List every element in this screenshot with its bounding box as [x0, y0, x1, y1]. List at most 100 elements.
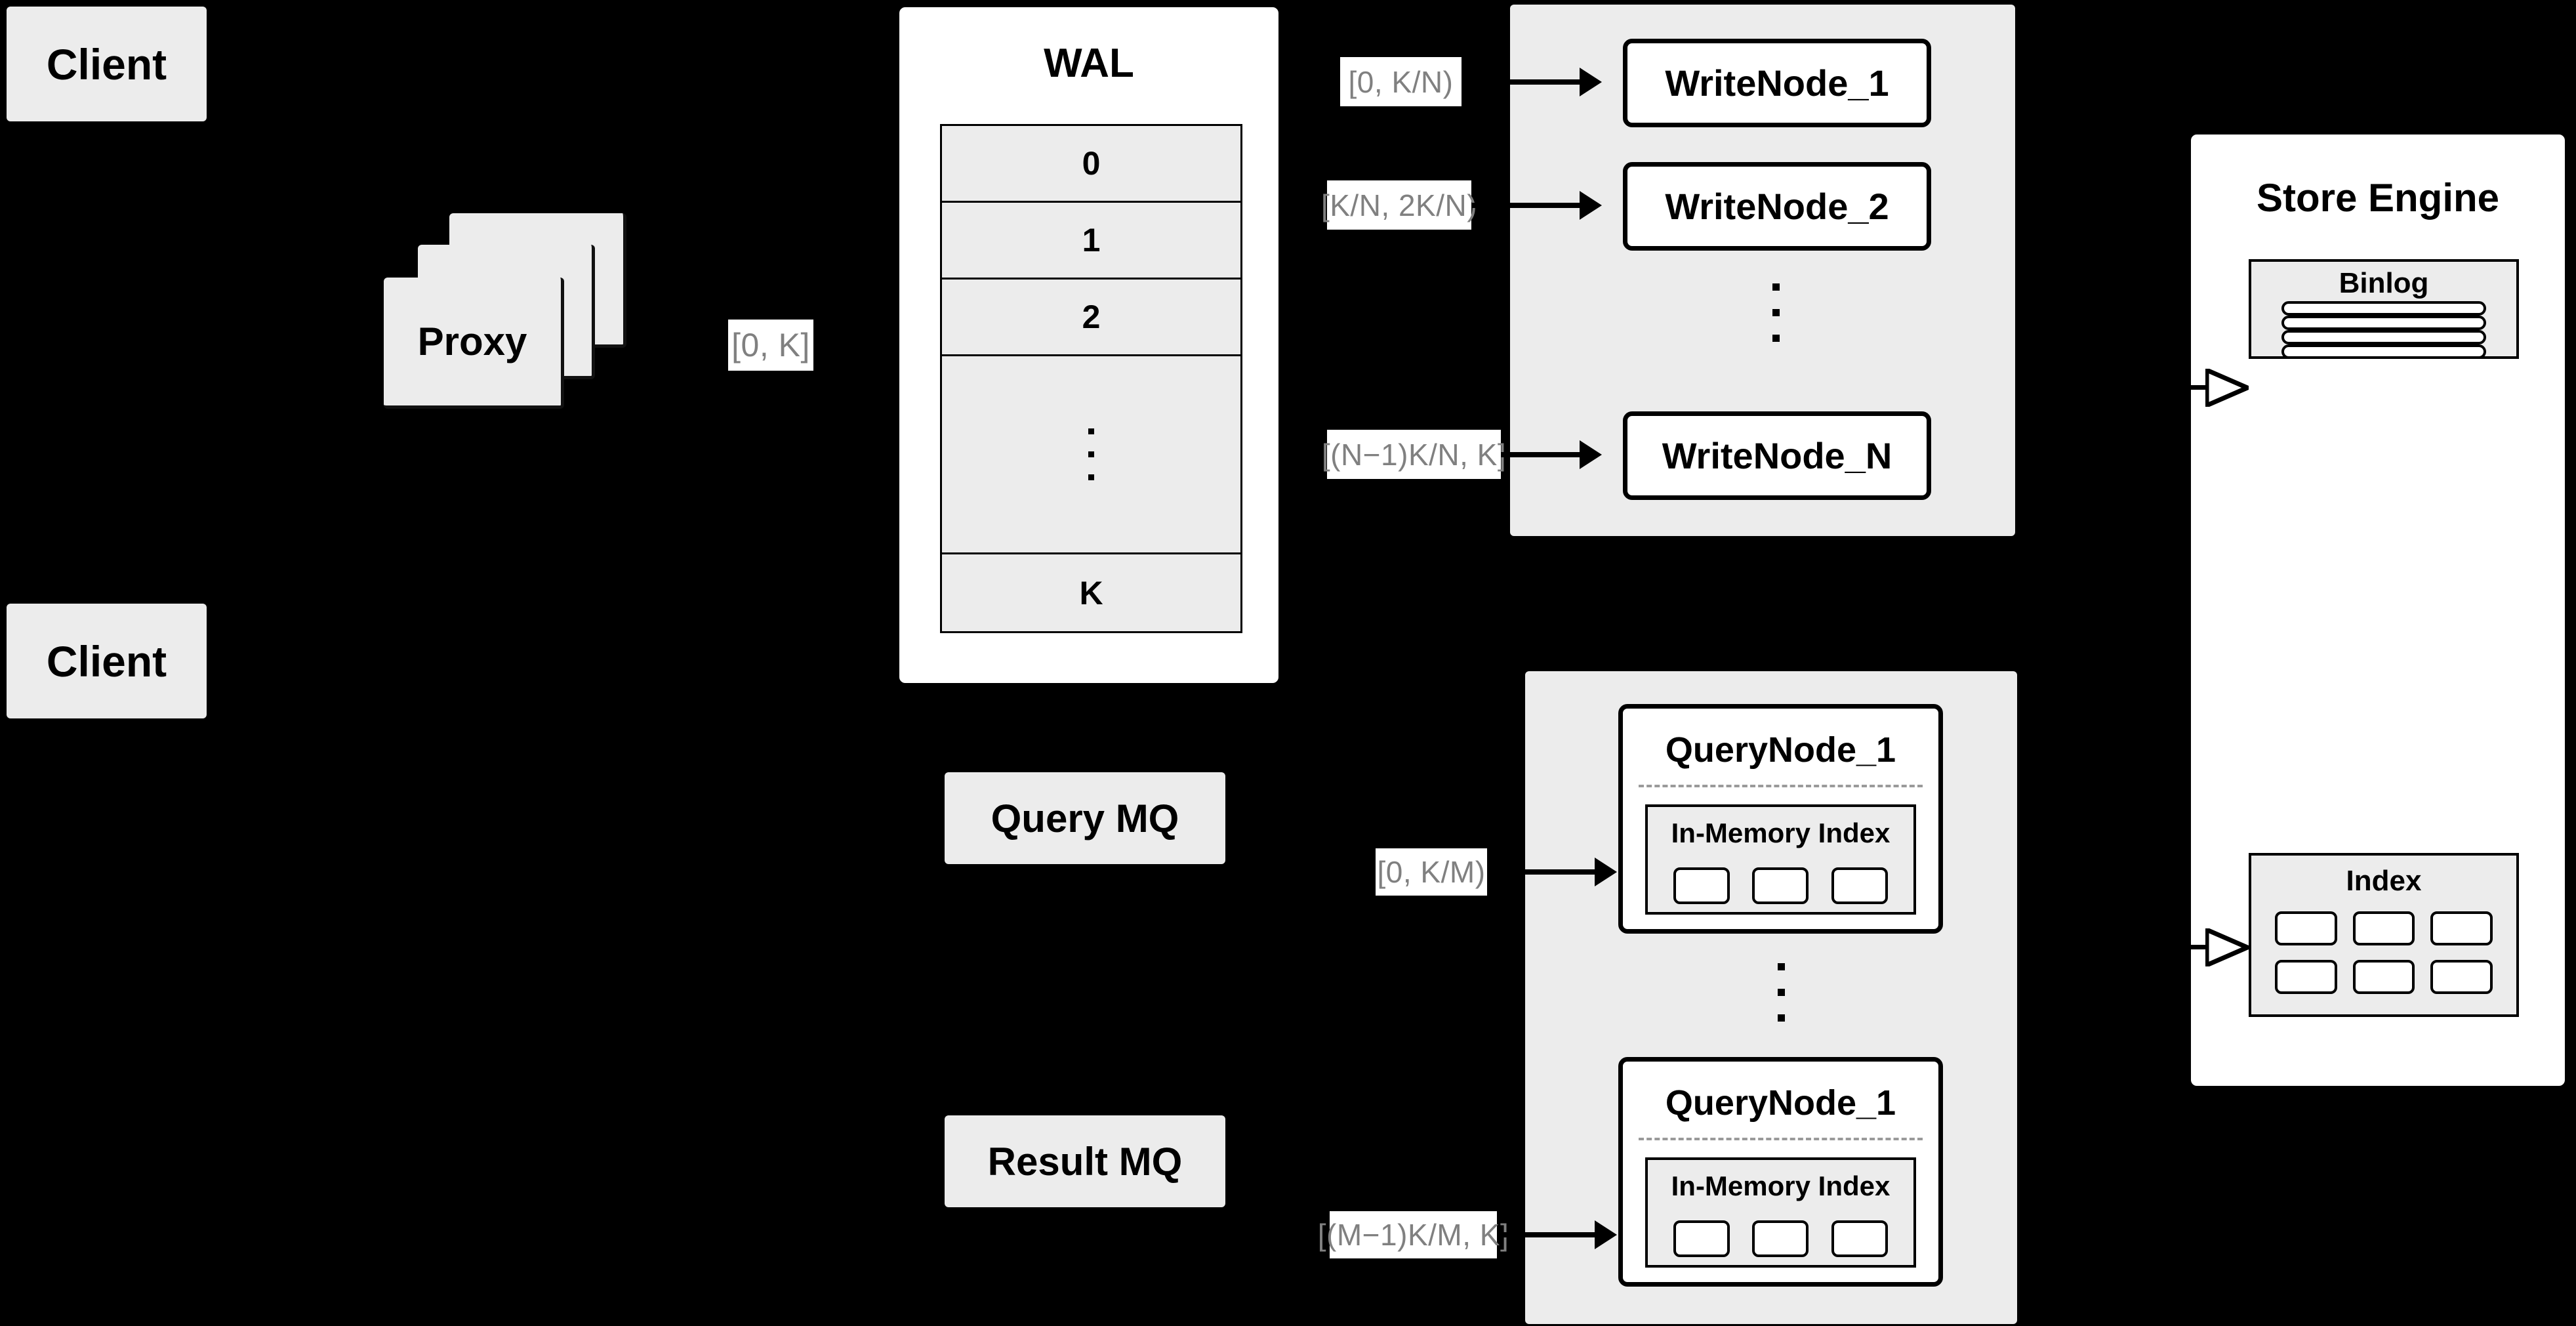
- binlog-rows: [2281, 301, 2486, 359]
- index-section: Index: [2249, 853, 2519, 1017]
- query-node-2-inmemory-index-title: In-Memory Index: [1671, 1171, 1891, 1201]
- query-node-2-index-cell-3: [1831, 1220, 1888, 1257]
- client-label-2: Client: [46, 636, 167, 686]
- arrow-head-write-1: [1580, 68, 1602, 96]
- proxy-stack[interactable]: Proxy: [377, 213, 653, 433]
- query-node-1-index-cell-1: [1673, 867, 1730, 904]
- proxy-label: Proxy: [417, 320, 527, 363]
- query-node-2-title: QueryNode_1: [1665, 1083, 1896, 1123]
- write-node-n-label: WriteNode_N: [1662, 435, 1892, 476]
- arrow-line-write-2: [1471, 203, 1580, 208]
- binlog-row-2: [2281, 316, 2486, 330]
- wal-ellipsis-dot-3: [1088, 474, 1094, 480]
- arrow-head-open-index: [2205, 928, 2249, 966]
- query-node-2[interactable]: QueryNode_1 In-Memory Index: [1618, 1057, 1943, 1287]
- arrow-head-open-binlog: [2205, 369, 2249, 407]
- query-node-1-index-cell-2: [1752, 867, 1809, 904]
- index-cell-5: [2352, 960, 2415, 994]
- client-box-2[interactable]: Client: [7, 604, 207, 718]
- wal-table: 0 1 2 K: [940, 124, 1242, 633]
- binlog-row-3: [2281, 330, 2486, 344]
- query-node-2-index-cell-2: [1752, 1220, 1809, 1257]
- range-chip-write-node-2: [K/N, 2K/N): [1321, 180, 1477, 230]
- result-mq-label: Result MQ: [987, 1139, 1183, 1184]
- wal-row-ellipsis: [942, 356, 1240, 554]
- range-chip-write-node-n-text: [(N−1)K/N, K]: [1321, 437, 1507, 472]
- arrow-line-store-index: [2158, 945, 2211, 949]
- arrow-head-write-n: [1580, 440, 1602, 469]
- range-chip-write-node-1: [0, K/N): [1340, 57, 1462, 106]
- query-node-1-index-cell-3: [1831, 867, 1888, 904]
- store-engine-title: Store Engine: [2256, 176, 2500, 220]
- query-node-1-separator: [1639, 785, 1923, 787]
- proxy-card-front[interactable]: Proxy: [384, 278, 564, 409]
- write-node-2-label: WriteNode_2: [1665, 186, 1889, 227]
- wal-ellipsis-dot-1: [1088, 428, 1094, 434]
- wal-row-1-label: 1: [1082, 222, 1101, 259]
- binlog-row-4: [2281, 344, 2486, 359]
- query-node-2-inmemory-index: In-Memory Index: [1645, 1157, 1916, 1268]
- arrow-head-query-m: [1595, 1220, 1617, 1249]
- write-ellipsis-dot-3: [1772, 335, 1780, 342]
- range-chip-query-node-1-text: [0, K/M): [1377, 855, 1486, 889]
- range-chip-query-node-1: [0, K/M): [1376, 848, 1487, 896]
- range-chip-proxy-to-wal: [0, K]: [728, 320, 813, 371]
- range-chip-proxy-to-wal-text: [0, K]: [731, 327, 810, 363]
- client-label-1: Client: [46, 39, 167, 89]
- write-node-n[interactable]: WriteNode_N: [1623, 411, 1931, 500]
- index-cell-3: [2430, 911, 2493, 945]
- arrow-head-write-2: [1580, 191, 1602, 220]
- range-chip-write-node-2-text: [K/N, 2K/N): [1320, 188, 1478, 222]
- arrow-line-write-n: [1501, 452, 1580, 457]
- query-node-2-separator: [1639, 1138, 1923, 1140]
- wal-row-k-label: K: [1079, 574, 1103, 611]
- query-node-1-inmemory-index-title: In-Memory Index: [1671, 818, 1891, 848]
- store-engine-panel: Store Engine Binlog Index: [2188, 131, 2568, 1089]
- index-title: Index: [2346, 865, 2422, 897]
- wal-row-2: 2: [942, 280, 1240, 356]
- binlog-row-1: [2281, 301, 2486, 316]
- range-chip-query-node-m-text: [(M−1)K/M, K]: [1317, 1218, 1509, 1252]
- write-node-1-label: WriteNode_1: [1665, 62, 1889, 104]
- arrow-line-query-m: [1497, 1232, 1595, 1237]
- query-node-cluster: QueryNode_1 In-Memory Index QueryNode_1: [1525, 671, 2017, 1324]
- query-node-2-index-cells: [1648, 1220, 1913, 1257]
- query-mq-box[interactable]: Query MQ: [945, 772, 1225, 864]
- arrow-head-query-1: [1595, 858, 1617, 886]
- index-cell-4: [2275, 960, 2337, 994]
- range-chip-write-node-1-text: [0, K/N): [1348, 64, 1454, 99]
- query-ellipsis-dot-1: [1778, 963, 1785, 970]
- query-ellipsis-dot-2: [1778, 989, 1785, 996]
- wal-row-k: K: [942, 554, 1240, 631]
- query-node-1-title: QueryNode_1: [1665, 730, 1896, 770]
- query-ellipsis-dot-3: [1778, 1014, 1785, 1022]
- write-node-2[interactable]: WriteNode_2: [1623, 162, 1931, 251]
- write-node-1[interactable]: WriteNode_1: [1623, 39, 1931, 127]
- arrow-line-write-1: [1462, 79, 1580, 85]
- range-chip-query-node-m: [(M−1)K/M, K]: [1318, 1211, 1509, 1258]
- wal-row-2-label: 2: [1082, 299, 1101, 335]
- client-box-1[interactable]: Client: [7, 7, 207, 121]
- query-mq-label: Query MQ: [991, 796, 1179, 840]
- index-cell-2: [2352, 911, 2415, 945]
- query-node-1[interactable]: QueryNode_1 In-Memory Index: [1618, 704, 1943, 934]
- index-cell-1: [2275, 911, 2337, 945]
- range-chip-write-node-n: [(N−1)K/N, K]: [1322, 430, 1506, 479]
- query-node-1-index-cells: [1648, 867, 1913, 904]
- wal-ellipsis-dot-2: [1088, 451, 1094, 457]
- arrow-line-store-binlog: [2158, 385, 2211, 390]
- wal-title: WAL: [1044, 41, 1134, 86]
- index-grid: [2275, 911, 2493, 994]
- write-ellipsis-dot-2: [1772, 309, 1780, 316]
- query-cluster-ellipsis: [1778, 963, 1785, 1022]
- write-node-cluster: WriteNode_1 WriteNode_2 WriteNode_N: [1510, 5, 2015, 536]
- wal-row-1: 1: [942, 203, 1240, 280]
- wal-row-0: 0: [942, 126, 1240, 203]
- query-node-1-inmemory-index: In-Memory Index: [1645, 804, 1916, 915]
- query-node-2-index-cell-1: [1673, 1220, 1730, 1257]
- write-cluster-ellipsis: [1772, 283, 1780, 342]
- binlog-section: Binlog: [2249, 259, 2519, 359]
- wal-row-0-label: 0: [1082, 145, 1101, 182]
- result-mq-box[interactable]: Result MQ: [945, 1115, 1225, 1207]
